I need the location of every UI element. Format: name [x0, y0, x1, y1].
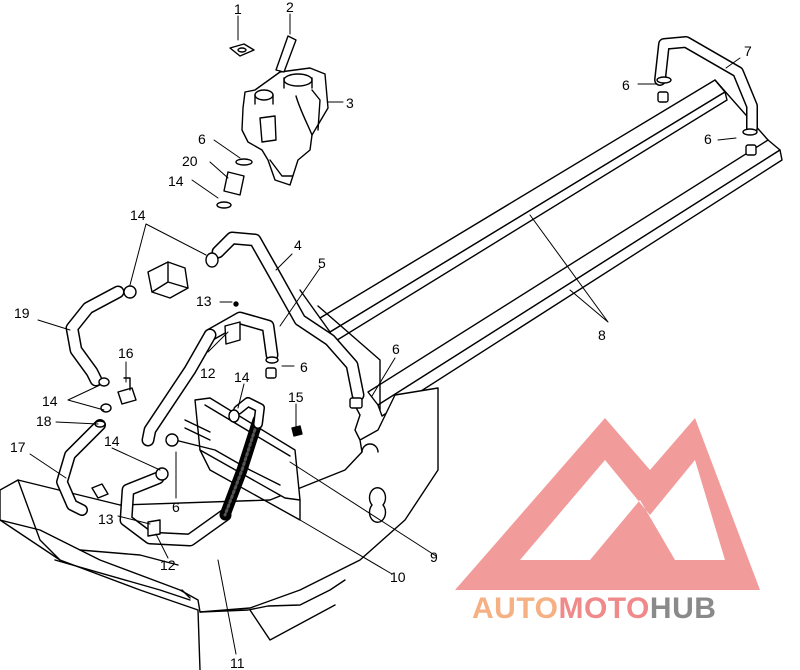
callout-14: 14: [130, 207, 146, 223]
watermark-text: AUTOMOTOHUB: [472, 592, 716, 625]
callout-8: 8: [598, 327, 606, 343]
chassis: [0, 387, 439, 670]
callout-19: 19: [14, 305, 30, 321]
callout-6: 6: [622, 77, 630, 93]
hose-17: [56, 419, 106, 516]
hose-4: [205, 231, 365, 409]
callout-6: 6: [198, 131, 206, 147]
callout-12: 12: [160, 557, 176, 573]
misc-fittings: [91, 301, 303, 537]
t-fitting: [94, 377, 137, 428]
tank-fittings: [216, 158, 253, 209]
callout-5: 5: [318, 255, 326, 271]
callout-14: 14: [104, 433, 120, 449]
hose-12-upper: [141, 328, 217, 447]
callout-14: 14: [168, 173, 184, 189]
callout-6: 6: [172, 499, 180, 515]
watermark-hub: HUB: [650, 592, 717, 625]
callout-6: 6: [300, 359, 308, 375]
hose-10: [219, 397, 265, 521]
callout-9: 9: [430, 549, 438, 565]
callout-1: 1: [234, 1, 242, 17]
tank-cap: [229, 43, 255, 57]
watermark-moto: MOTO: [558, 592, 649, 625]
callout-3: 3: [346, 95, 354, 111]
hose-19: [65, 285, 125, 387]
callout-17: 17: [10, 439, 26, 455]
callout-13: 13: [98, 511, 114, 527]
callout-20: 20: [182, 153, 198, 169]
callout-15: 15: [288, 389, 304, 405]
callout-13: 13: [196, 293, 212, 309]
callout-18: 18: [36, 413, 52, 429]
watermark-auto: AUTO: [472, 592, 558, 625]
oil-tank: [241, 67, 329, 186]
watermark-logo: AUTOMOTOHUB: [455, 418, 760, 625]
callout-7: 7: [744, 43, 752, 59]
hose-11: [119, 467, 232, 547]
callout-12: 12: [200, 365, 216, 381]
leader-lines: [29, 13, 741, 655]
callout-14: 14: [234, 369, 250, 385]
callout-6: 6: [704, 131, 712, 147]
callout-2: 2: [286, 0, 294, 15]
vent-hose: [275, 35, 297, 73]
hose-7: [654, 36, 758, 156]
callout-10: 10: [390, 569, 406, 585]
callout-6: 6: [392, 341, 400, 357]
callout-16: 16: [118, 345, 134, 361]
callout-11: 11: [230, 655, 245, 670]
valve-block: [123, 261, 189, 299]
callout-4: 4: [294, 237, 302, 253]
callout-14: 14: [42, 393, 58, 409]
